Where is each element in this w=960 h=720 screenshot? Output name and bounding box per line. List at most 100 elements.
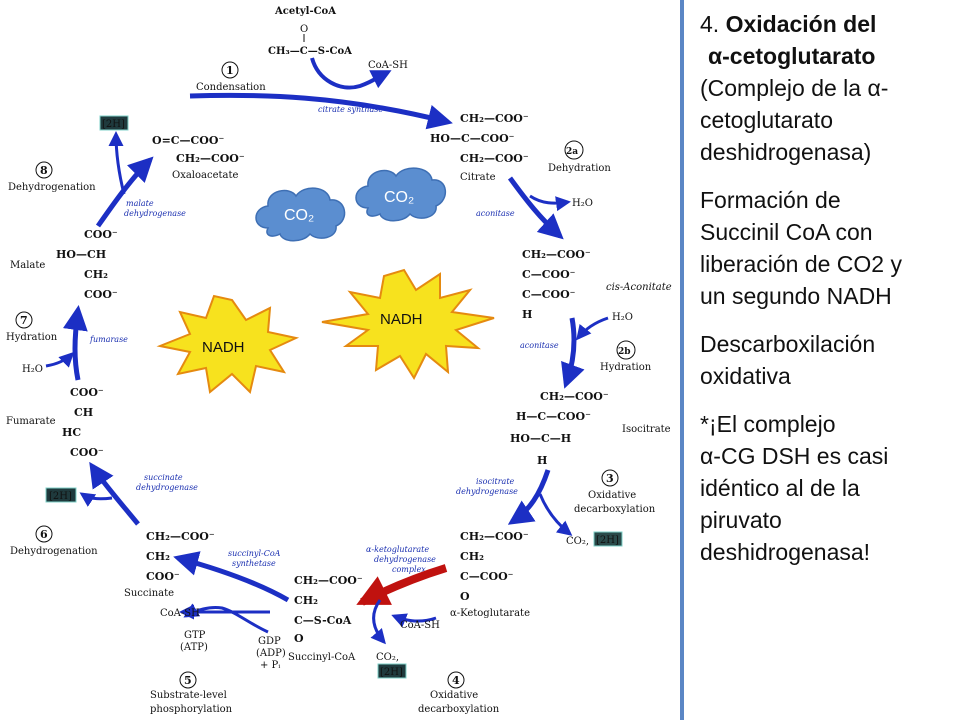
nadh-burst-2-label: NADH [380,311,423,328]
citrate-line3: CH₂—COO⁻ [460,152,529,165]
coash-top-label: CoA-SH [368,60,408,71]
panel-p2-1: Formación de [700,187,841,213]
dehydration-arrow [507,176,564,240]
panel-p2-2: Succinil CoA con [700,219,873,245]
succinate-line1: CH₂—COO⁻ [146,530,215,543]
fumarate-line4: COO⁻ [70,446,104,459]
h2o-2a-label: H₂O [572,198,593,209]
akg-dh-red-arrow [356,564,448,606]
malate-line1: COO⁻ [84,228,118,241]
step7-circle [15,311,33,329]
explanation-panel: 4. Oxidación del α-cetoglutarato (Comple… [700,8,950,584]
step6-number: 6 [40,528,48,541]
h2o-7-label: H₂O [22,364,43,375]
cisaconitate-line4: H [522,308,532,321]
step2a-number: 2a [566,147,578,157]
co2-3-label: CO₂, [566,536,589,547]
panel-p4-1: *¡El complejo [700,411,836,437]
h2-box-6-label: [2H] [49,491,72,502]
isocitrate-dh-2: dehydrogenase [456,487,518,496]
panel-p4-4: piruvato [700,507,782,533]
succinate-line3: COO⁻ [146,570,180,583]
step3-circle [601,469,619,487]
co2-release-4-arrow [370,599,386,645]
cisaconitate-line3: C—COO⁻ [522,288,576,301]
gdp-label-2: (ADP) [256,648,286,659]
step5-label-2: phosphorylation [150,704,233,715]
step8-label: Dehydrogenation [8,182,96,193]
succoa-synth-2: synthetase [232,559,276,568]
h2-box-8-label: [2H] [102,119,125,130]
panel-p4-3: idéntico al de la [700,475,860,501]
nadh-box-6 [45,487,77,503]
step5-number: 5 [184,674,192,687]
co2-4-label: CO₂, [376,652,399,663]
step4-circle [447,671,465,689]
step4-number: 4 [452,674,460,687]
condensation-arrow [189,92,453,130]
step2b-circle [616,340,636,360]
step7-number: 7 [20,314,28,327]
akg-line2: CH₂ [460,550,484,563]
panel-title-line2: α-cetoglutarato [708,43,876,69]
h2o-2b-label: H₂O [612,312,633,323]
coash-4-label: CoA-SH [400,620,440,631]
acetyl-entry-arrow [310,57,392,90]
panel-p4-2: α-CG DSH es casi [700,443,889,469]
step5-circle [179,671,197,689]
isocitrate-name: Isocitrate [622,424,671,435]
gdp-label-1: GDP [258,636,281,647]
cisaconitate-name: cis-Aconitate [606,282,672,293]
step2b-number: 2b [618,347,631,357]
step8-number: 8 [40,164,48,177]
panel-title-line1: 4. Oxidación del [700,8,950,40]
akg-dh-3: complex [392,565,426,574]
akg-dh-1: α-ketoglutarate [366,545,429,554]
co2-release-3-arrow [538,493,573,536]
fumarate-line1: COO⁻ [70,386,104,399]
malate-dh-1: malate [126,199,154,208]
h2o-entry-arrow [576,316,609,341]
panel-p2-3: liberación de CO2 y [700,251,902,277]
malate-line2: HO—CH [56,248,106,261]
citrate-synthase-enzyme: citrate synthase [318,105,383,114]
nadh-burst-1: NADH [156,294,300,394]
step3-label-1: Oxidative [588,490,636,501]
isocitrate-line4: H [537,454,547,467]
acetyl-formula: CH₃—C—S-CoA [268,46,352,57]
panel-title-number: 4. [700,11,720,37]
panel-p3-2: oxidativa [700,363,791,389]
step6-circle [35,525,53,543]
cisaconitate-line2: C—COO⁻ [522,268,576,281]
panel-sub-1: (Complejo de la α- [700,75,889,101]
h2-box-4-label: [2H] [380,667,403,678]
succoa-line4: O [294,632,304,645]
succ-dh-1: succinate [144,473,183,482]
aconitase-b-enzyme: aconitase [520,341,559,350]
co2-cloud-2-label: CO₂ [384,189,414,206]
oxaloacetate-line2: CH₂—COO⁻ [176,152,245,165]
fumarate-line2: CH [74,406,93,419]
step5-label-1: Substrate-level [150,690,227,701]
panel-sub-3: deshidrogenasa) [700,139,872,165]
aconitase-a-enzyme: aconitase [476,209,515,218]
nadh-box-4 [377,663,407,679]
step2a-circle [564,140,584,160]
malate-name: Malate [10,260,45,271]
step7-label: Hydration [6,332,58,343]
h2-release-8-arrow [108,131,126,195]
gtp-label-2: (ATP) [180,642,208,653]
acetyl-coa-label: Acetyl-CoA [274,6,336,17]
step4-label-1: Oxidative [430,690,478,701]
succoa-line2: CH₂ [294,594,318,607]
h2-box-3-label: [2H] [596,535,619,546]
akg-dh-2: dehydrogenase [374,555,436,564]
panel-title-text1: Oxidación del [725,11,877,37]
isocitrate-line1: CH₂—COO⁻ [540,390,609,403]
nadh-box-8 [99,115,129,131]
fumarase-enzyme: fumarase [89,335,128,344]
step4-label-2: decarboxylation [418,704,500,715]
step6-label: Dehydrogenation [10,546,98,557]
acetyl-formula-o: O [300,24,308,35]
nadh-box-3 [593,531,623,547]
